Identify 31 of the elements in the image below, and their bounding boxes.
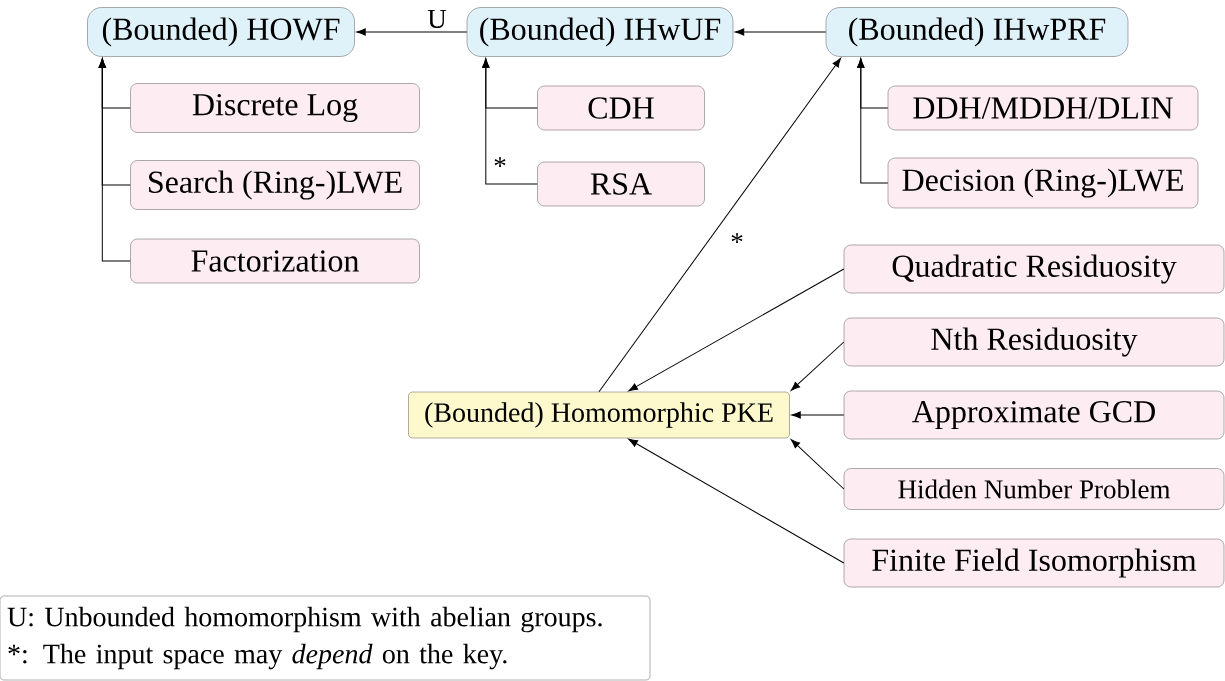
assumption-box: Decision (Ring-)LWE (887, 157, 1199, 209)
assumption-box: Nth Residuosity (843, 317, 1225, 367)
assumption-box: DDH/MDDH/DLIN (887, 85, 1199, 131)
notion-box: (Bounded) HOWF (87, 7, 355, 57)
arrow (790, 341, 845, 391)
arrow (790, 439, 845, 490)
assumption-box: Approximate GCD (843, 390, 1225, 440)
assumption-box: Search (Ring-)LWE (130, 160, 420, 210)
arrow (628, 438, 845, 564)
edge-label: * (494, 157, 506, 168)
edge-label: U (427, 10, 447, 28)
assumption-box: RSA (537, 161, 705, 207)
assumption-box: Hidden Number Problem (843, 468, 1225, 510)
scheme-box: (Bounded) Homomorphic PKE (408, 391, 790, 439)
arrow (98, 58, 131, 262)
notion-box: (Bounded) IHwUF (466, 7, 734, 57)
assumption-box: Factorization (130, 238, 420, 284)
assumption-box: Discrete Log (130, 83, 420, 133)
assumption-box: Finite Field Isomorphism (843, 538, 1225, 588)
assumption-box: CDH (537, 85, 705, 131)
arrow (734, 28, 827, 36)
arrow (356, 28, 468, 36)
arrow (598, 57, 842, 393)
notion-box: (Bounded) IHwPRF (825, 7, 1129, 57)
note-box: U: Unbounded homomorphism with abelian groups. *: The input space may depend on the key. (0, 595, 651, 681)
arrow (628, 268, 845, 392)
edge-label: * (731, 233, 743, 244)
arrow (482, 58, 538, 185)
arrow (857, 58, 889, 184)
arrow (791, 411, 845, 419)
assumption-box: Quadratic Residuosity (843, 244, 1225, 294)
